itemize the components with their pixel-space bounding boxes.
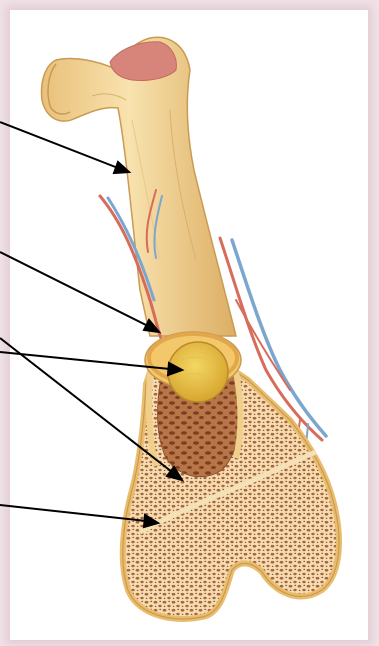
callout-arrow-2 [0,252,159,332]
articular-cartilage [110,42,176,81]
callout-arrow-1 [0,122,129,173]
proximal-epiphysis [42,37,236,336]
